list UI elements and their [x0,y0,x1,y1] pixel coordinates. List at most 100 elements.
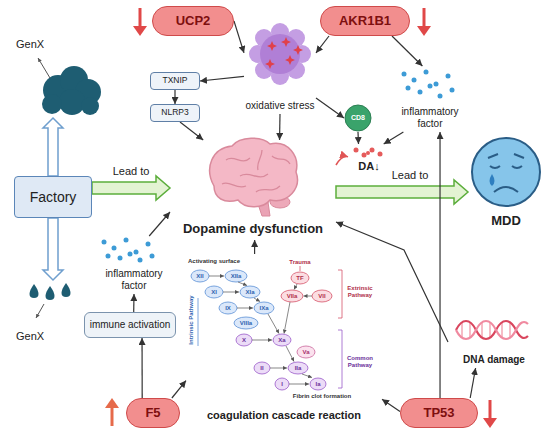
inflammatory-dots [112,246,117,251]
dna-helix [456,321,528,339]
figure-label: Activating surface [188,258,240,265]
coagulation-cascade [254,298,260,302]
cell-circle: CD8 [344,104,372,132]
figure-label: Xa [278,337,285,344]
inflammatory-dots [150,254,155,259]
emission-illustration: GenX [10,36,110,118]
figure-label: IX [225,305,231,312]
dopamine-dots [362,153,367,158]
oxidative-stress-blob [260,34,300,74]
genx-cloud [42,94,62,114]
figure-label: IXa [259,305,268,312]
node-label: coagulation cascade reaction [207,409,361,422]
dna-helix [456,321,528,339]
inflammatory-dots [434,82,439,87]
coagulation-cascade [297,346,315,358]
inflammatory-dots [402,70,455,99]
inflammatory-dots [450,88,455,93]
coagulation-cascade [338,270,342,318]
block-arrow [336,180,468,204]
coagulation-cascade [219,302,237,314]
node-label: inflammatory factor [394,106,466,129]
arrow-connector [174,90,175,104]
coagulation-cascade [191,270,209,282]
node-label: F5 [145,406,160,421]
brain-illustration: Dopamine dysfunction [170,140,336,240]
coagulation-cascade [209,276,224,277]
process-box: immune activation [84,312,177,338]
brain-illustration [210,138,298,216]
genx-drops [46,286,55,300]
coagulation-cascade [289,384,309,385]
oxidative-stress-blob [265,59,275,69]
coagulation-cascade [209,276,312,384]
gene-pill: UCP2 [152,6,234,36]
arrow-connector [254,240,255,254]
inflammatory-dots [406,86,411,91]
coagulation-cascade [288,362,308,374]
figure-label: IIa [295,365,302,372]
node-label: MDD [491,214,521,229]
gene-pill: TP53 [400,398,478,428]
coagulation-cascade [310,378,326,390]
dopamine-dots [366,151,370,155]
oxidative-stress-blob [293,45,303,55]
inflammatory-dots [128,252,133,257]
genx-drops [30,283,71,318]
process-box: NLRP3 [150,104,200,122]
node-label: UCP2 [176,14,211,29]
node-label: inflammatory factor [98,268,170,291]
coagulation-cascade [270,368,287,369]
arrow-connector [470,368,475,398]
figure-label: VIIa [287,293,298,300]
brain-illustration [222,150,290,192]
down-arrow [417,8,431,36]
coagulation-cascade [275,378,289,390]
coagulation-cascade [273,334,291,346]
oxidative-stress-blob [267,41,277,51]
node-label: TXNIP [162,76,187,86]
edge-label: Lead to [111,165,152,178]
oxidative-stress-blob [281,37,291,47]
hollow-arrow [43,218,63,280]
figure-label: Ia [315,381,320,388]
factor-illustration: inflammatory factor [392,66,468,132]
inflammatory-dots [412,78,417,83]
node-label: CD8 [351,114,365,122]
figure-label: II [260,365,263,372]
inflammatory-dots [106,254,111,259]
genx-cloud [38,58,50,78]
inflammatory-dots [428,84,433,89]
block-arrow [92,176,170,200]
emission-illustration: GenX [10,280,80,346]
edge-label: Lead to [390,169,431,182]
arrow-connector [357,132,359,144]
down-arrow [417,26,431,36]
arrow-connector [133,294,134,312]
sad-face [494,187,518,192]
coagulation-cascade [198,298,199,346]
process-box: TXNIP [150,72,200,90]
arrow-connector [234,21,244,53]
inflammatory-dots [446,74,451,79]
figure-label: XIIa [231,273,242,280]
arrow-connector [382,399,400,411]
inflammatory-dots [146,242,151,247]
source-box: Factory [14,176,92,218]
inflammatory-dots [102,238,155,263]
down-arrow [483,400,497,428]
arrow-connector [439,132,440,398]
inflammatory-dots [438,94,443,99]
curved-arrow [336,156,348,165]
figure-label: Common Pathway [341,355,379,368]
node-label: NLRP3 [161,108,188,118]
up-arrow [105,398,119,426]
figure-label: Intrinsic Pathway [188,295,195,344]
dopamine-dots [370,148,375,153]
dna-helix [462,322,510,338]
coagulation-cascade [281,290,303,302]
down-arrow [483,418,497,428]
down-arrow [133,8,147,36]
genx-cloud [59,89,85,115]
coagulation-cascade [300,266,301,271]
